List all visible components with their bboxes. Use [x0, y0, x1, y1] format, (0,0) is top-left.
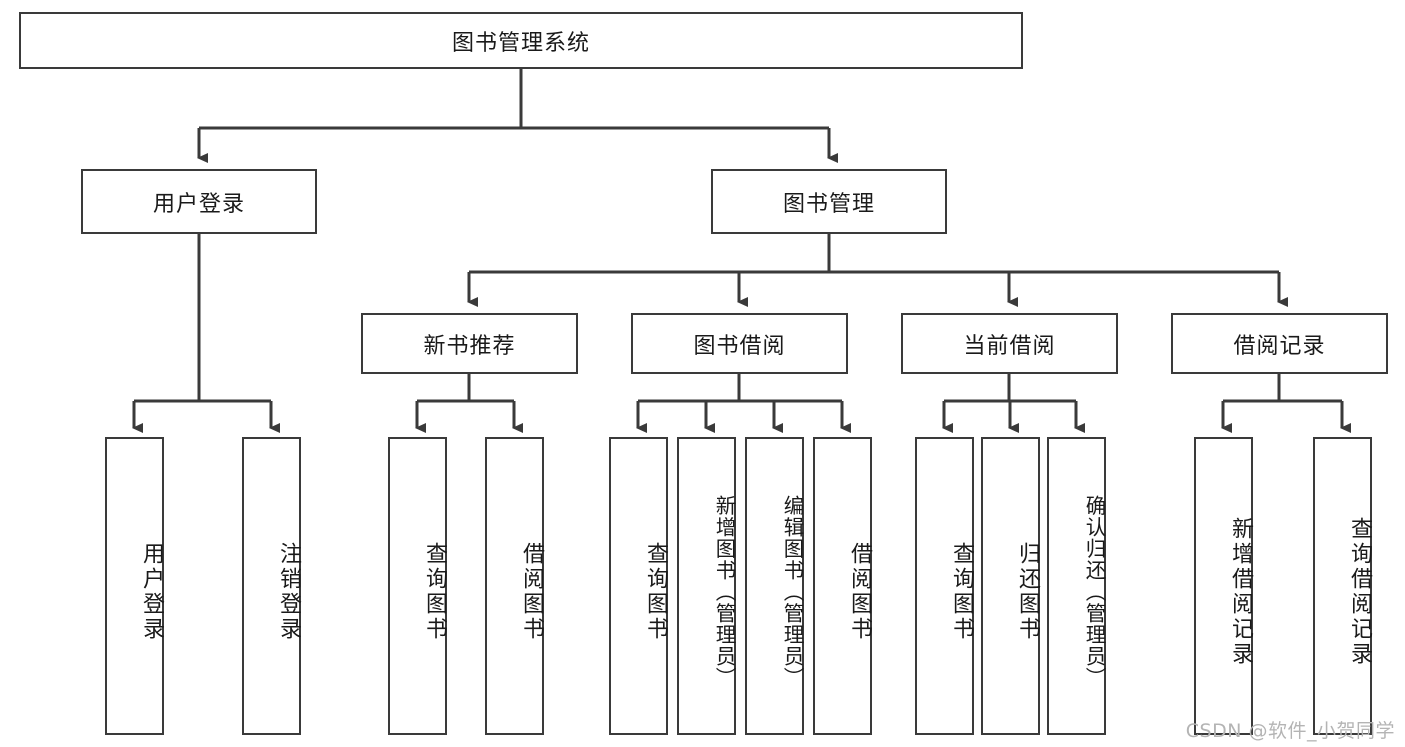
- leaf-add-borrow-record[interactable]: 新增借阅记录: [1194, 437, 1253, 735]
- node-label: 确认归还（管理员）: [1082, 495, 1106, 689]
- node-user-login[interactable]: 用户登录: [81, 169, 317, 234]
- node-label: 查询图书: [949, 542, 974, 642]
- node-borrow-record[interactable]: 借阅记录: [1171, 313, 1388, 374]
- node-label: 用户登录: [139, 542, 164, 642]
- leaf-logout[interactable]: 注销登录: [242, 437, 301, 735]
- watermark: CSDN @软件_小贺同学: [1185, 720, 1395, 742]
- node-root-label: 图书管理系统: [451, 30, 590, 56]
- node-label: 图书管理: [782, 191, 875, 217]
- leaf-add-book-admin[interactable]: 新增图书（管理员）: [677, 437, 736, 735]
- leaf-borrow-book[interactable]: 借阅图书: [813, 437, 872, 735]
- leaf-confirm-return-admin[interactable]: 确认归还（管理员）: [1047, 437, 1106, 735]
- leaf-return-book[interactable]: 归还图书: [981, 437, 1040, 735]
- node-label: 查询图书: [643, 542, 668, 642]
- node-label: 当前借阅: [963, 333, 1056, 359]
- node-new-book-recommend[interactable]: 新书推荐: [361, 313, 578, 374]
- leaf-user-login[interactable]: 用户登录: [105, 437, 164, 735]
- node-label: 借阅记录: [1233, 333, 1326, 359]
- node-book-management[interactable]: 图书管理: [711, 169, 947, 234]
- node-book-borrow[interactable]: 图书借阅: [631, 313, 848, 374]
- node-root[interactable]: 图书管理系统: [19, 12, 1023, 69]
- leaf-query-borrow-record[interactable]: 查询借阅记录: [1313, 437, 1372, 735]
- leaf-edit-book-admin[interactable]: 编辑图书（管理员）: [745, 437, 804, 735]
- leaf-query-book-recommend[interactable]: 查询图书: [388, 437, 447, 735]
- node-label: 新增图书（管理员）: [712, 495, 736, 689]
- node-label: 新书推荐: [423, 333, 516, 359]
- leaf-borrow-book-recommend[interactable]: 借阅图书: [485, 437, 544, 735]
- node-label: 注销登录: [276, 542, 301, 642]
- node-label: 图书借阅: [693, 333, 786, 359]
- node-label: 查询借阅记录: [1347, 517, 1372, 667]
- node-current-borrow[interactable]: 当前借阅: [901, 313, 1118, 374]
- leaf-query-book-borrow[interactable]: 查询图书: [609, 437, 668, 735]
- leaf-query-book-current[interactable]: 查询图书: [915, 437, 974, 735]
- node-label: 查询图书: [422, 542, 447, 642]
- node-label: 编辑图书（管理员）: [780, 495, 804, 689]
- node-label: 新增借阅记录: [1228, 517, 1253, 667]
- node-label: 归还图书: [1015, 542, 1040, 642]
- node-label: 用户登录: [152, 191, 245, 217]
- node-label: 借阅图书: [519, 542, 544, 642]
- node-label: 借阅图书: [847, 542, 872, 642]
